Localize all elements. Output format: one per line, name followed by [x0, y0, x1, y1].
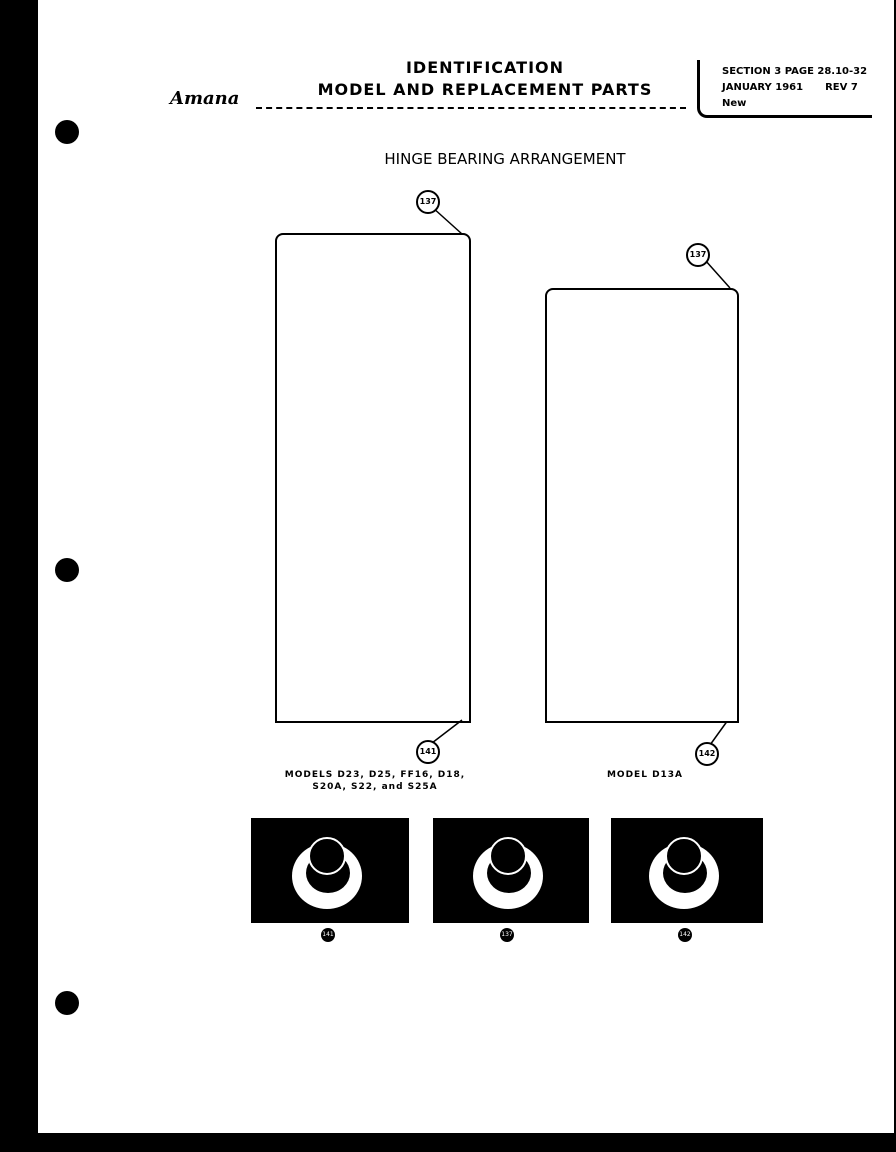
binder-hole — [55, 558, 79, 582]
status-text: New — [722, 98, 747, 109]
caption-right: MODEL D13A — [606, 770, 684, 780]
photo-label: 137 — [500, 928, 514, 942]
callout-top-right: 137 — [686, 243, 710, 267]
callout-bottom-right: 142 — [695, 742, 719, 766]
photo-bearing-141 — [251, 818, 409, 923]
photo-bearing-137 — [433, 818, 589, 923]
photo-label: 142 — [678, 928, 692, 942]
date-text: JANUARY 1961 — [722, 82, 804, 93]
section-text: SECTION 3 PAGE 28.10-32 — [722, 66, 868, 77]
rev-text: REV 7 — [825, 82, 858, 93]
caption-left-line1: MODELS D23, D25, FF16, D18, — [284, 770, 466, 780]
door-diagram-right — [545, 288, 739, 723]
section-heading: HINGE BEARING ARRANGEMENT — [384, 150, 626, 168]
door-diagram-left — [275, 233, 471, 723]
binder-hole — [55, 991, 79, 1015]
callout-bottom-left: 141 — [416, 740, 440, 764]
amana-logo: Amana — [170, 88, 240, 109]
title-line2: MODEL AND REPLACEMENT PARTS — [317, 80, 653, 99]
photo-bearing-142 — [611, 818, 763, 923]
section-box: SECTION 3 PAGE 28.10-32 JANUARY 1961 REV … — [697, 60, 872, 118]
callout-top-left: 137 — [416, 190, 440, 214]
header-rule — [256, 107, 686, 109]
binder-hole — [55, 120, 79, 144]
title-line1: IDENTIFICATION — [405, 58, 565, 77]
photo-label: 141 — [321, 928, 335, 942]
caption-left-line2: S20A, S22, and S25A — [312, 782, 438, 792]
caption-left: MODELS D23, D25, FF16, D18, S20A, S22, a… — [270, 769, 480, 793]
